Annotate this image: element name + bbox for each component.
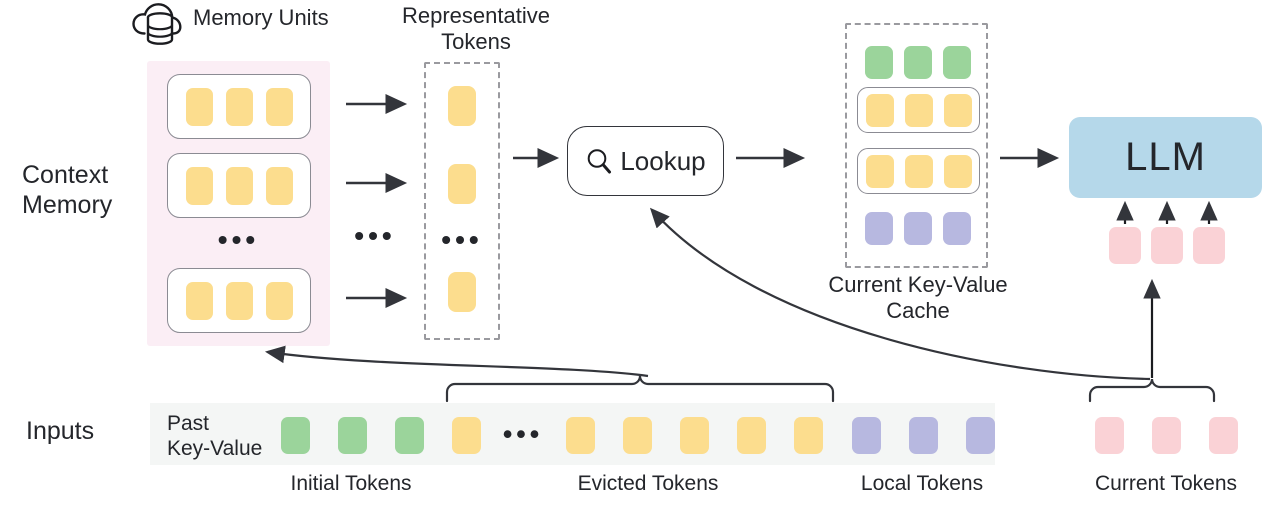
evicted-tokens-brace (445, 375, 835, 403)
llm-box: LLM (1069, 117, 1262, 198)
kv-token (943, 46, 971, 79)
memory-unit-token (266, 282, 293, 320)
llm-input-token (1109, 227, 1141, 264)
input-token-evicted (452, 417, 481, 454)
group-label-current-tokens: Current Tokens (1094, 472, 1238, 495)
representative-tokens-ellipsis: ••• (441, 224, 483, 255)
memory-unit-token (186, 88, 213, 126)
between-arrows-ellipsis: ••• (354, 220, 396, 251)
evicted-to-memory-curve (264, 345, 649, 378)
representative-tokens-box: ••• (424, 62, 500, 340)
row-label-inputs: Inputs (26, 417, 95, 445)
input-token-evicted (794, 417, 823, 454)
current-kv-cache-box (845, 23, 988, 268)
input-token-evicted (737, 417, 766, 454)
kv-token (944, 94, 972, 127)
llm-label: LLM (1125, 135, 1206, 179)
memory-unit-token (266, 88, 293, 126)
kv-token (905, 155, 933, 188)
llm-input-token (1193, 227, 1225, 264)
kv-cache-row-local (857, 205, 980, 251)
group-label-evicted-tokens: Evicted Tokens (577, 472, 719, 495)
memory-to-rep-arrow (346, 93, 408, 309)
search-icon (585, 147, 613, 175)
input-token-initial (338, 417, 367, 454)
memory-unit-token (226, 282, 253, 320)
group-label-local-tokens: Local Tokens (860, 472, 984, 495)
memory-unit-token (226, 167, 253, 205)
kv-token (865, 212, 893, 245)
input-token-current (1209, 417, 1238, 454)
input-token-local (966, 417, 995, 454)
kv-cache-row-initial (857, 39, 980, 85)
memory-unit (167, 268, 311, 333)
input-token-current (1095, 417, 1124, 454)
kv-token (904, 46, 932, 79)
llm-input-token (1151, 227, 1183, 264)
input-token-evicted (680, 417, 709, 454)
kv-token (865, 46, 893, 79)
cloud-database-icon (131, 2, 191, 46)
input-token-initial (281, 417, 310, 454)
kv-cache-row-retrieved (857, 148, 980, 194)
memory-unit-token (266, 167, 293, 205)
input-token-evicted (623, 417, 652, 454)
representative-tokens-heading: Representative Tokens (402, 3, 550, 54)
memory-units-ellipsis: ••• (217, 224, 260, 255)
current-kv-cache-caption: Current Key-Value Cache (828, 272, 1008, 323)
input-token-current (1152, 417, 1181, 454)
kv-token (866, 94, 894, 127)
memory-units-heading: Memory Units (193, 5, 329, 30)
lookup-label: Lookup (620, 145, 706, 176)
token-to-llm-arrow (1116, 200, 1218, 224)
kv-cache-row-retrieved (857, 87, 980, 133)
memory-unit-token (226, 88, 253, 126)
input-token-local (852, 417, 881, 454)
memory-unit (167, 153, 311, 218)
kv-token (904, 212, 932, 245)
past-key-value-label: Past Key-Value (167, 412, 263, 460)
memory-unit-token (186, 167, 213, 205)
input-token-local (909, 417, 938, 454)
representative-token (448, 272, 476, 312)
input-token-evicted (566, 417, 595, 454)
memory-unit (167, 74, 311, 139)
kv-token (944, 155, 972, 188)
kv-token (905, 94, 933, 127)
input-token-initial (395, 417, 424, 454)
representative-token (448, 86, 476, 126)
kv-token (866, 155, 894, 188)
current-tokens-brace (1088, 378, 1216, 403)
kv-token (943, 212, 971, 245)
inputs-ellipsis: ••• (502, 419, 544, 449)
context-memory-panel: ••• (147, 61, 330, 346)
representative-token (448, 164, 476, 204)
lookup-box[interactable]: Lookup (567, 126, 724, 196)
memory-unit-token (186, 282, 213, 320)
group-label-initial-tokens: Initial Tokens (290, 472, 412, 495)
row-label-context-memory: Context Memory (22, 161, 113, 219)
